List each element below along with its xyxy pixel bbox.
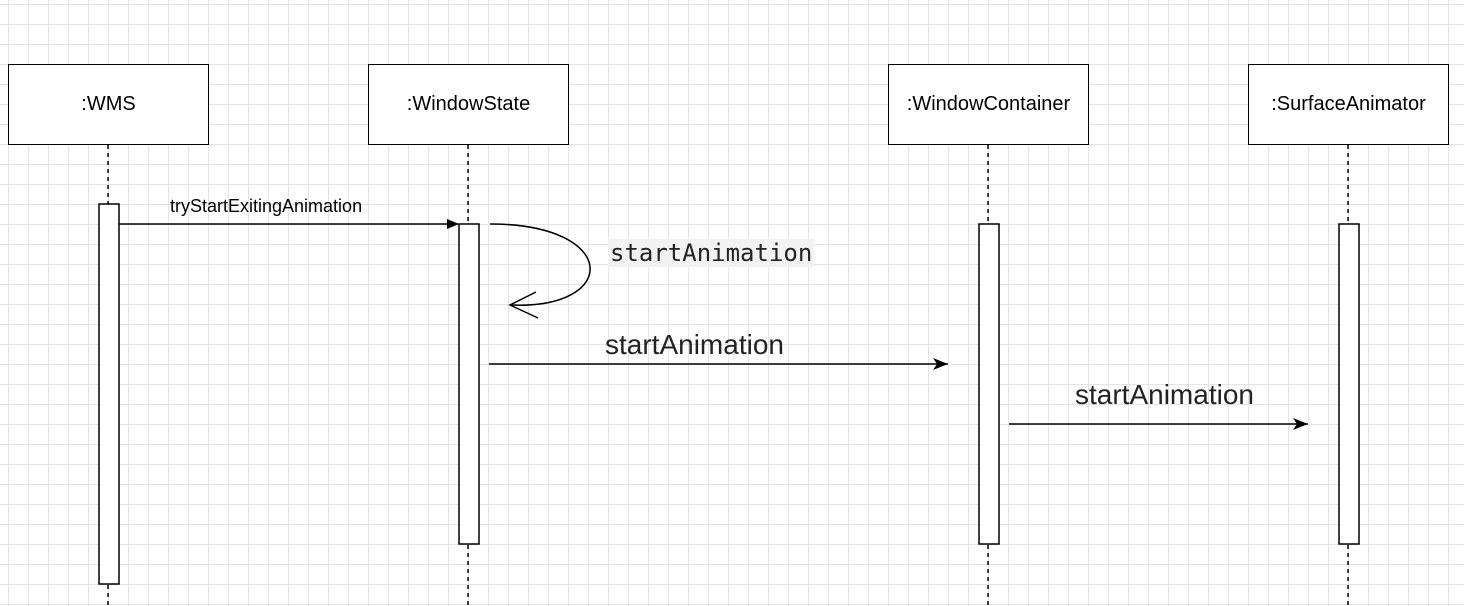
participant-windowstate: :WindowState	[368, 64, 569, 145]
participant-label: :SurfaceAnimator	[1271, 93, 1426, 115]
activation-bar-windowstate	[458, 223, 480, 545]
activation-bar-windowcontainer	[978, 223, 1000, 545]
participant-label: :WindowContainer	[906, 93, 1071, 115]
message-label-startanimation-windowcontainer: startAnimation	[605, 329, 784, 360]
activation-bar-surfaceanimator	[1338, 223, 1360, 545]
message-label-trystartexitinganimation: tryStartExitingAnimation	[170, 196, 363, 216]
participant-label: :WindowState	[406, 93, 531, 115]
participant-wms: :WMS	[8, 64, 209, 145]
participant-label: :WMS	[81, 93, 136, 115]
self-call-arrowhead	[508, 291, 539, 319]
participant-windowcontainer: :WindowContainer	[888, 64, 1089, 145]
participant-surfaceanimator: :SurfaceAnimator	[1248, 64, 1449, 145]
activation-bar-wms	[98, 203, 120, 585]
message-label-self-startanimation: startAnimation	[608, 239, 815, 267]
self-call-arrow-startanimation	[489, 223, 591, 306]
message-label-startanimation-surfaceanimator: startAnimation	[1075, 379, 1254, 410]
